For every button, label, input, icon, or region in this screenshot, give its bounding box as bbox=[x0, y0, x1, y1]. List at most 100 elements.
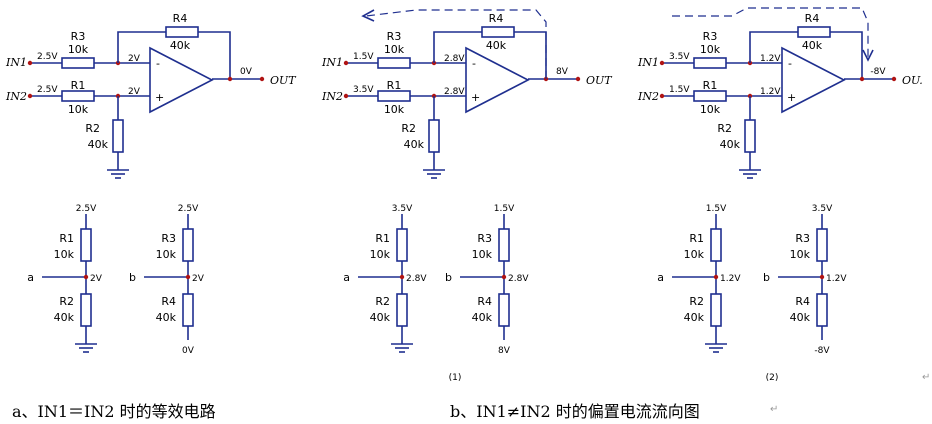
divider-node-voltage: 2V bbox=[90, 274, 103, 284]
divider-bottom-voltage: 8V bbox=[498, 346, 511, 356]
current-flow-path bbox=[365, 9, 547, 79]
output-voltage: 8V bbox=[556, 67, 569, 77]
in2-voltage: 1.5V bbox=[669, 85, 690, 95]
divider-top-voltage: 2.5V bbox=[76, 204, 97, 214]
feedback-wire bbox=[830, 31, 863, 79]
feedback-wire bbox=[198, 31, 231, 79]
divider-resistor-top bbox=[816, 228, 828, 262]
sub-label-2: (2) bbox=[766, 373, 779, 383]
out-label: OU. bbox=[902, 74, 923, 87]
divider-rtop-label: R3 bbox=[477, 232, 492, 245]
sub-label-1: (1) bbox=[449, 373, 462, 383]
feedback-wire bbox=[749, 31, 798, 63]
pos-node-voltage: 1.2V bbox=[760, 87, 781, 97]
r4-value: 40k bbox=[170, 39, 191, 52]
r2-label: R2 bbox=[401, 122, 416, 135]
in1-voltage: 1.5V bbox=[353, 52, 374, 62]
in2-voltage: 3.5V bbox=[353, 85, 374, 95]
feedback-wire bbox=[433, 31, 482, 63]
divider-resistor-bottom bbox=[396, 293, 408, 327]
divider-top-voltage: 1.5V bbox=[494, 204, 515, 214]
divider-resistor-bottom bbox=[80, 293, 92, 327]
divider-rtop-label: R1 bbox=[689, 232, 704, 245]
junction-dot bbox=[575, 76, 581, 82]
r2-value: 40k bbox=[404, 138, 425, 151]
in1-label: IN1 bbox=[5, 56, 27, 69]
junction-dot bbox=[659, 93, 665, 99]
out-label: OUT bbox=[270, 74, 297, 87]
op-amp-minus: - bbox=[788, 57, 792, 70]
op-amp-minus: - bbox=[156, 57, 160, 70]
r2-value: 40k bbox=[720, 138, 741, 151]
r2-label: R2 bbox=[85, 122, 100, 135]
divider-rbot-label: R2 bbox=[375, 295, 390, 308]
caption-a: a、IN1＝IN2 时的等效电路 bbox=[12, 402, 216, 421]
paragraph-mark: ↵ bbox=[922, 372, 931, 383]
divider-top-voltage: 3.5V bbox=[392, 204, 413, 214]
r3-value: 10k bbox=[700, 43, 721, 56]
in1-label: IN1 bbox=[321, 56, 343, 69]
divider-resistor-bottom bbox=[816, 293, 828, 327]
resistor-r4 bbox=[481, 26, 515, 38]
in2-label: IN2 bbox=[637, 90, 659, 103]
divider-node-voltage: 2V bbox=[192, 274, 205, 284]
neg-node-voltage: 1.2V bbox=[760, 54, 781, 64]
divider-terminal-label: a bbox=[343, 271, 350, 284]
resistor-r3 bbox=[693, 57, 727, 69]
op-amp-plus: + bbox=[787, 91, 796, 104]
feedback-wire bbox=[117, 31, 166, 63]
divider-rtop-value: 10k bbox=[370, 248, 391, 261]
r2-value: 40k bbox=[88, 138, 109, 151]
current-flow-path bbox=[672, 7, 869, 58]
in2-voltage: 2.5V bbox=[37, 85, 58, 95]
r3-label: R3 bbox=[387, 30, 402, 43]
junction-dot bbox=[859, 76, 865, 82]
divider-rtop-value: 10k bbox=[472, 248, 493, 261]
divider-rtop-label: R3 bbox=[161, 232, 176, 245]
r1-value: 10k bbox=[68, 103, 89, 116]
divider-resistor-bottom bbox=[182, 293, 194, 327]
r1-label: R1 bbox=[703, 79, 718, 92]
divider-resistor-bottom bbox=[710, 293, 722, 327]
divider-rtop-value: 10k bbox=[54, 248, 75, 261]
junction-dot bbox=[27, 93, 33, 99]
op-amp bbox=[149, 46, 214, 114]
out-label: OUT bbox=[586, 74, 613, 87]
divider-rbot-value: 40k bbox=[156, 311, 177, 324]
in2-label: IN2 bbox=[321, 90, 343, 103]
divider-rbot-label: R4 bbox=[161, 295, 176, 308]
divider-rtop-value: 10k bbox=[684, 248, 705, 261]
divider-terminal-label: a bbox=[27, 271, 34, 284]
divider-terminal-label: b bbox=[763, 271, 770, 284]
resistor-r1 bbox=[693, 90, 727, 102]
pos-node-voltage: 2.8V bbox=[444, 87, 465, 97]
neg-node-voltage: 2V bbox=[128, 54, 141, 64]
divider-rtop-label: R3 bbox=[795, 232, 810, 245]
divider-rbot-label: R2 bbox=[59, 295, 74, 308]
junction-dot bbox=[83, 274, 89, 280]
divider-node-voltage: 2.8V bbox=[508, 274, 529, 284]
resistor-r2 bbox=[744, 119, 756, 153]
divider-top-voltage: 2.5V bbox=[178, 204, 199, 214]
divider-resistor-top bbox=[710, 228, 722, 262]
r1-value: 10k bbox=[700, 103, 721, 116]
divider-bottom-voltage: 0V bbox=[182, 346, 195, 356]
r4-value: 40k bbox=[486, 39, 507, 52]
divider-rtop-value: 10k bbox=[790, 248, 811, 261]
r4-label: R4 bbox=[173, 12, 188, 25]
output-voltage: -8V bbox=[870, 67, 886, 77]
output-voltage: 0V bbox=[240, 67, 253, 77]
junction-dot bbox=[501, 274, 507, 280]
divider-terminal-label: b bbox=[445, 271, 452, 284]
resistor-r2 bbox=[428, 119, 440, 153]
junction-dot bbox=[891, 76, 897, 82]
divider-resistor-top bbox=[498, 228, 510, 262]
resistor-r3 bbox=[61, 57, 95, 69]
paragraph-mark: ↵ bbox=[770, 404, 779, 415]
r4-label: R4 bbox=[805, 12, 820, 25]
divider-rtop-label: R1 bbox=[59, 232, 74, 245]
divider-node-voltage: 2.8V bbox=[406, 274, 427, 284]
divider-resistor-top bbox=[80, 228, 92, 262]
divider-top-voltage: 1.5V bbox=[706, 204, 727, 214]
